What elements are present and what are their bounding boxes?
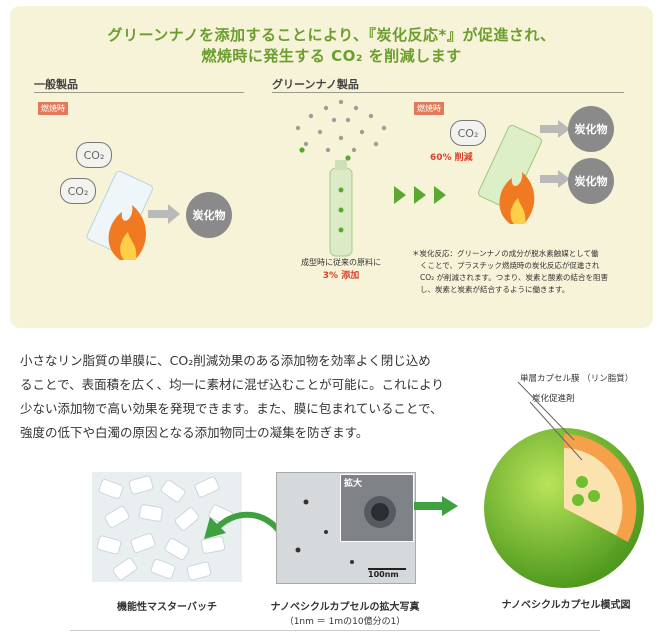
burn-tag-left: 燃焼時 — [38, 102, 68, 115]
burning-plastic-right — [478, 124, 542, 224]
char-circle-right-2: 炭化物 — [568, 158, 614, 204]
body-line-1: 小さなリン脂質の単膜に、CO₂削減効果のある添加物を効率よく閉じ込め — [20, 353, 431, 368]
curved-arrow-to-batch — [204, 511, 285, 539]
membrane-label: 単層カプセル膜 （リン脂質） — [520, 374, 634, 384]
general-product-label: 一般製品 — [34, 78, 78, 91]
master-batch-photo — [92, 472, 242, 582]
scale-bar — [368, 568, 406, 570]
note-line-4: し、炭素と炭素が結合するように働きます。 — [420, 285, 570, 294]
co2-cloud-b: CO₂ — [60, 178, 96, 204]
arrow-right-bottom — [540, 170, 570, 188]
note-line-1: ＊炭化反応：グリーンナノの成分が脱水素触媒として働 — [412, 249, 599, 258]
body-line-4: 強度の低下や白濁の原因となる添加物同士の凝集を防ぎます。 — [20, 425, 369, 440]
body-line-2: ることで、表面積を広く、均一に素材に混ぜ込むことが可能に。これにより — [20, 377, 444, 392]
char-text-right-2: 炭化物 — [574, 175, 608, 188]
arrow-right-top — [540, 120, 570, 138]
co2-cloud-a: CO₂ — [76, 142, 112, 168]
carbonization-note: ＊炭化反応：グリーンナノの成分が脱水素触媒として働 くことで、プラスチック燃焼時… — [412, 248, 642, 296]
body-line-3: 少ない添加物で高い効果を発現できます。また、膜に包まれていることで、 — [20, 401, 443, 416]
molding-line-1: 成型時に従来の原料に — [301, 258, 381, 267]
co2-text-b: CO₂ — [67, 184, 89, 198]
arrow-to-capsule — [414, 496, 458, 516]
capsule-model-caption: ナノベシクルカプセル模式図 — [501, 600, 631, 611]
title-line-2: 燃焼時に発生する CO₂ を削減します — [201, 47, 462, 65]
green-arrows — [394, 186, 446, 204]
molding-line-2: 3% 添加 — [322, 271, 360, 281]
burn-tag-right: 燃焼時 — [414, 102, 444, 115]
master-batch-caption: 機能性マスターバッチ — [117, 602, 217, 613]
top-infographic-panel — [10, 6, 653, 328]
co2-cloud-c: CO₂ — [450, 120, 486, 146]
char-circle-right-1: 炭化物 — [568, 106, 614, 152]
co2-text-a: CO₂ — [83, 148, 105, 162]
char-text-right-1: 炭化物 — [574, 123, 608, 136]
co2-text-c: CO₂ — [457, 126, 479, 140]
general-divider — [34, 92, 244, 93]
burning-plastic-left — [86, 170, 153, 260]
promoter-label: 炭化促進剤 — [532, 394, 575, 404]
title-line-1: グリーンナノを添加することにより、『炭化反応*』が促進され、 — [107, 26, 556, 44]
note-line-3: CO₂ が削減されます。つまり、炭素と酸素の結合を阻害 — [420, 273, 608, 282]
arrow-left-to-char — [148, 204, 180, 224]
zoom-label: 拡大 — [344, 479, 363, 489]
capsule-model-diagram — [484, 381, 644, 588]
photo-caption: ナノベシクルカプセルの拡大写真 — [270, 602, 420, 613]
scale-label: 100nm — [368, 570, 399, 579]
note-line-2: くことで、プラスチック燃焼時の炭化反応が促進され — [420, 261, 600, 270]
green-divider — [272, 92, 624, 93]
char-text-left: 炭化物 — [192, 209, 226, 222]
photo-caption-sub: （1nm ＝ 1mの10億分の1） — [284, 617, 406, 627]
char-circle-left: 炭化物 — [186, 192, 232, 238]
bottom-rule — [70, 630, 600, 631]
spray-bottle-icon — [295, 99, 387, 257]
description-paragraph: 小さなリン脂質の単膜に、CO₂削減効果のある添加物を効率よく閉じ込め ることで、… — [20, 349, 460, 445]
green-nano-product-label: グリーンナノ製品 — [272, 78, 359, 91]
reduction-label: 60% 削減 — [430, 153, 473, 163]
zoom-inset-particle — [364, 496, 396, 528]
